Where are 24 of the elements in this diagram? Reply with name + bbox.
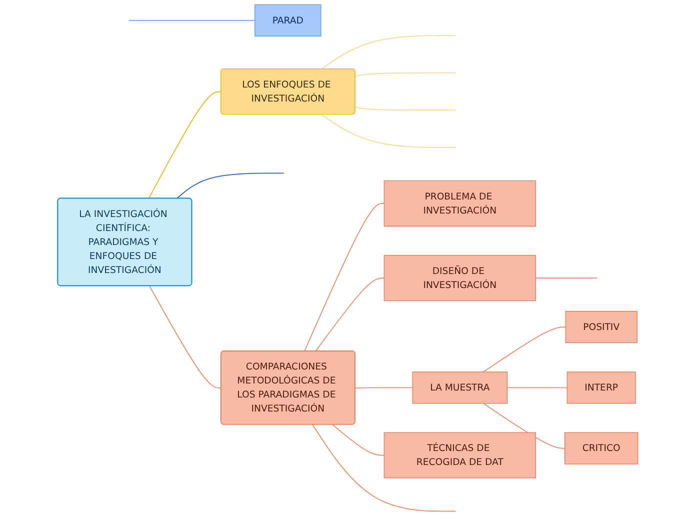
connector <box>483 402 566 449</box>
connector <box>128 20 256 21</box>
node-box: TÉCNICAS DE RECOGIDA DE DAT <box>384 432 536 478</box>
connector <box>148 91 222 199</box>
connector <box>483 326 566 372</box>
node-box: DISEÑO DE INVESTIGACIÓN <box>384 255 536 302</box>
connector <box>321 35 456 70</box>
connector <box>312 424 456 512</box>
connector <box>176 172 285 199</box>
connector <box>355 72 456 77</box>
connector <box>315 278 385 352</box>
node-box: CRITICO <box>564 432 638 464</box>
node-box: LA MUESTRA <box>412 372 508 404</box>
connector <box>332 424 385 456</box>
node-box: PROBLEMA DE INVESTIGACIÓN <box>384 180 536 226</box>
connector <box>355 387 414 388</box>
node-box: POSITIV <box>566 311 638 344</box>
connector <box>304 203 385 352</box>
connector <box>149 286 222 388</box>
node-box: PARAD <box>254 4 322 36</box>
node-box: INTERP <box>567 372 636 404</box>
connector <box>321 114 456 148</box>
connector <box>507 387 568 388</box>
connector <box>355 106 456 111</box>
